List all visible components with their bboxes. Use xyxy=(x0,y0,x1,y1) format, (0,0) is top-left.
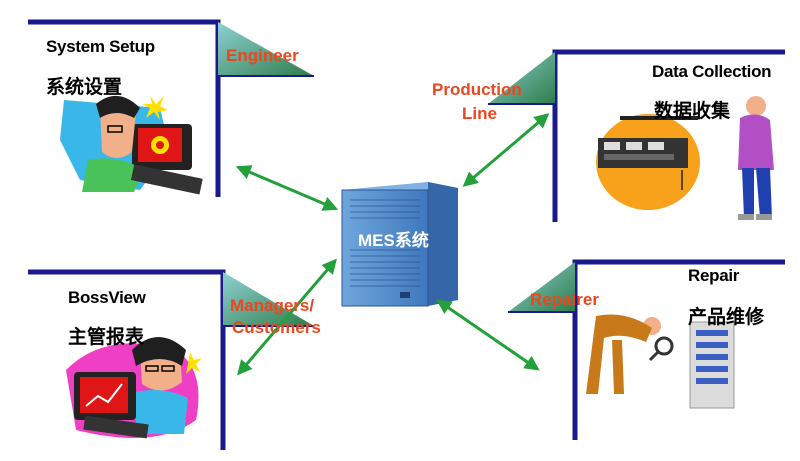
system-setup-title-cn: 系统设置 xyxy=(46,76,123,98)
boss-illustration xyxy=(66,337,202,439)
arrow-system-setup xyxy=(235,165,339,211)
arrow-repair xyxy=(436,299,540,371)
engineer-illustration xyxy=(60,95,203,195)
engineer-label: Engineer xyxy=(226,46,299,65)
data-collection-illustration xyxy=(596,96,774,220)
production-label: Production xyxy=(432,80,522,99)
boss-view-title: BossView xyxy=(68,288,146,307)
flag-engineer xyxy=(218,22,314,76)
repair-title-cn: 产品维修 xyxy=(688,306,765,328)
boss-view-title-cn: 主管报表 xyxy=(68,326,145,348)
server-grille xyxy=(350,199,420,287)
arrow-data-collection xyxy=(462,113,550,187)
system-setup-panel xyxy=(28,19,314,197)
data-collection-title-cn: 数据收集 xyxy=(654,100,731,122)
repair-panel xyxy=(508,259,785,440)
connectors xyxy=(235,113,550,376)
line-label: Line xyxy=(462,104,497,123)
mes-server xyxy=(341,182,458,307)
customers-label: Customers xyxy=(232,318,321,337)
boss-view-panel xyxy=(28,269,314,450)
managers-label: Managers/ xyxy=(230,296,315,315)
data-collection-title: Data Collection xyxy=(652,62,772,81)
data-collection-panel xyxy=(488,49,785,222)
flag-production-line xyxy=(488,52,555,104)
repairer-label: Repairer xyxy=(530,290,599,309)
mes-system-label: MES系统 xyxy=(358,231,429,250)
system-setup-title: System Setup xyxy=(46,37,155,56)
repair-title: Repair xyxy=(688,266,740,285)
arrow-boss-view xyxy=(237,258,337,376)
repairer-illustration xyxy=(586,314,735,409)
